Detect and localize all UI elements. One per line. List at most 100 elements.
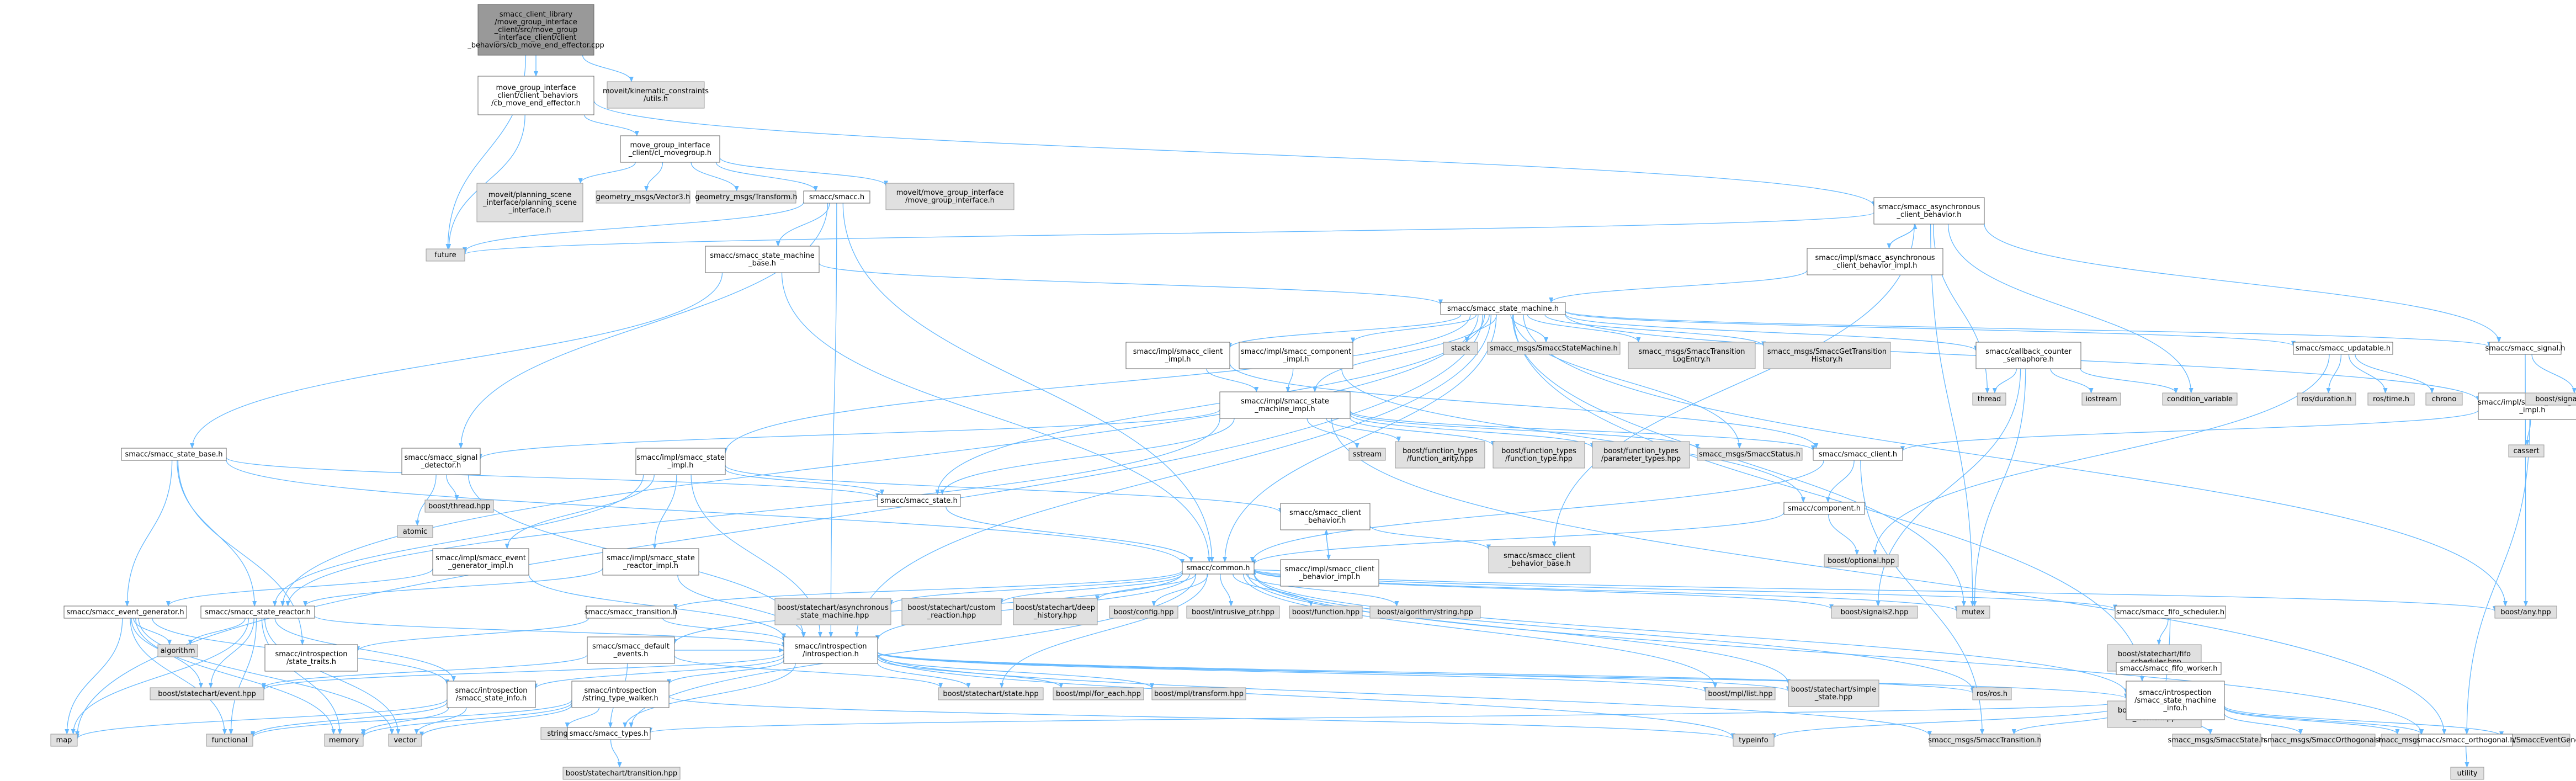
include-edge-state_machine_h-to-common_h [1223,314,1497,562]
graph-node-sm_base[interactable]: smacc/smacc_state_machine_base.h [705,246,820,273]
graph-node-component_impl[interactable]: smacc/impl/smacc_component_impl.h [1239,342,1353,369]
node-box [1487,342,1621,355]
include-edge-cb_counter-to-thread [1992,368,2017,394]
node-label-line: /smacc_state_info.h [456,694,527,703]
node-label-line: algorithm [161,647,195,655]
include-edge-event_generator-to-algorithm [133,618,172,645]
node-label-line: _generator_impl.h [448,562,513,570]
node-box [1972,392,2006,406]
include-edge-state_impl-to-state_reactor_impl [652,474,677,549]
node-box [2126,681,2225,720]
graph-node-sm_info[interactable]: smacc/introspection/smacc_state_machine_… [2126,681,2225,720]
graph-node-cb_move_end_effector_h[interactable]: move_group_interface_client/client_behav… [477,76,594,115]
node-box [1783,502,1865,515]
graph-node-introspection_h[interactable]: smacc/introspection/introspection.h [783,636,878,664]
node-label-line: /function_type.hpp [1505,455,1573,463]
include-edge-component_impl-to-sm_impl [1286,368,1294,392]
node-label-line: functional [212,736,248,745]
node-label-line: smacc/introspection [2139,689,2211,697]
graph-node-move_group_iface: moveit/move_group_interface/move_group_i… [885,183,1015,210]
include-edge-sm_impl-to-client_h [1350,410,1815,451]
graph-node-root[interactable]: smacc_client_library/move_group_interfac… [467,4,604,56]
include-edge-state_machine_h-to-signal_h [1565,310,2492,348]
graph-node-orthogonal_h[interactable]: smacc/smacc_orthogonal.h [2416,734,2515,747]
graph-node-client_impl[interactable]: smacc/impl/smacc_client_impl.h [1125,342,1230,369]
node-box [596,190,691,204]
graph-node-smacc_transition[interactable]: smacc/smacc_transition.h [585,605,678,619]
graph-node-cb_counter[interactable]: smacc/callback_counter_semaphore.h [1975,342,2081,369]
graph-node-cb_impl[interactable]: smacc/impl/smacc_client_behavior_impl.h [1280,559,1379,587]
graph-node-msg_orthogonal: smacc_msgs/SmaccOrthogonal.h [2264,734,2383,747]
graph-node-client_behavior[interactable]: smacc/smacc_client_behavior.h [1280,503,1371,530]
graph-node-state_impl[interactable]: smacc/impl/smacc_state_impl.h [635,448,726,475]
graph-node-signal_detector[interactable]: smacc/smacc_signal_detector.h [401,448,481,475]
graph-node-event_generator[interactable]: smacc/smacc_event_generator.h [63,605,187,619]
graph-node-async_cb_impl[interactable]: smacc/impl/smacc_asynchronous_client_beh… [1807,248,1943,275]
graph-node-common_h[interactable]: smacc/common.h [1182,561,1255,575]
graph-node-fifo_scheduler[interactable]: smacc/smacc_fifo_scheduler.h [2115,605,2226,619]
include-edge-cb_move_end_effector_h-to-future [447,114,525,249]
node-box [401,448,481,475]
node-label-line: _impl.h [2519,406,2545,415]
include-edge-sm_impl-to-state_h [940,418,1235,495]
graph-node-type_walker[interactable]: smacc/introspection/string_type_walker.h [571,681,670,708]
node-label-line: smacc/smacc.h [809,193,864,201]
graph-node-state_h[interactable]: smacc/smacc_state.h [877,494,961,507]
node-label-line: smacc/common.h [1186,564,1250,572]
node-label-line: smacc/smacc_orthogonal.h [2416,736,2514,745]
node-box [1182,561,1255,575]
graph-node-cl_movegroup[interactable]: move_group_interface_client/cl_movegroup… [620,135,720,163]
graph-node-component_h[interactable]: smacc/component.h [1783,502,1865,515]
include-edge-state_reactor-to-map [71,618,249,735]
graph-node-smacc_h[interactable]: smacc/smacc.h [803,190,870,204]
node-label-line: utility [2457,769,2478,778]
node-box [2293,342,2393,355]
graph-node-state_info[interactable]: smacc/introspection/smacc_state_info.h [447,681,536,708]
node-box [447,681,536,708]
node-box [1280,503,1371,530]
graph-node-event_gen_impl[interactable]: smacc/impl/smacc_event_generator_impl.h [432,548,529,576]
graph-node-state_reactor[interactable]: smacc/smacc_state_reactor.h [200,605,315,619]
node-box [1125,342,1230,369]
graph-node-async_sm: boost/statechart/asynchronous_state_mach… [774,598,891,625]
node-label-line: smacc/introspection [275,650,347,658]
include-edge-updatable-to-boost_optional [1872,354,2330,555]
graph-node-msg_state: smacc_msgs/SmaccState.h [2168,734,2266,747]
include-edge-state_machine_h-to-state_impl [723,314,1471,454]
node-box [1807,248,1943,275]
node-label-line: moveit/kinematic_constraints [603,87,709,95]
graph-node-sm_impl[interactable]: smacc/impl/smacc_state_machine_impl.h [1219,391,1351,419]
graph-node-state_base[interactable]: smacc/smacc_state_base.h [121,448,227,461]
graph-node-map: map [50,734,78,747]
graph-node-smacc_types[interactable]: smacc/smacc_types.h [567,727,651,740]
node-box [121,448,227,461]
include-edge-cb_impl-to-common_h [1252,569,1281,575]
node-box [2508,444,2545,458]
node-label-line: boost/statechart/custom [907,604,995,612]
graph-node-updatable[interactable]: smacc/smacc_updatable.h [2293,342,2393,355]
node-label-line: /utils.h [644,95,668,103]
graph-node-state_reactor_impl[interactable]: smacc/impl/smacc_state_reactor_impl.h [602,548,699,576]
node-label-line: /string_type_walker.h [582,694,658,703]
include-edge-event_gen_impl-to-event_generator [166,569,433,607]
node-label-line: smacc_msgs/SmaccState.h [2168,736,2266,745]
graph-node-default_events[interactable]: smacc/smacc_default_events.h [587,636,675,664]
node-label-line: smacc/callback_counter [1985,348,2072,356]
node-box [2494,605,2557,619]
node-box [2450,767,2484,780]
graph-node-client_h[interactable]: smacc/smacc_client.h [1813,448,1903,461]
graph-node-signal_h[interactable]: smacc/smacc_signal.h [2485,342,2566,355]
node-label-line: atomic [403,528,427,536]
include-edge-client_h-to-msg_transition [1860,460,1985,735]
node-label-line: smacc_msgs/SmaccTransition [1638,348,1745,356]
node-label-line: boost/any.hpp [2500,608,2551,617]
graph-node-state_machine_h[interactable]: smacc/smacc_state_machine.h [1440,302,1566,315]
include-edge-common_h-to-custom_reaction [999,573,1183,604]
graph-node-fifo_worker[interactable]: smacc/smacc_fifo_worker.h [2116,662,2222,675]
graph-node-state_traits[interactable]: smacc/introspection/state_traits.h [264,644,358,672]
graph-node-async_cb[interactable]: smacc/smacc_asynchronous_client_behavior… [1873,197,1985,225]
node-box [1289,605,1363,619]
node-box [477,4,594,56]
node-label-line: smacc/smacc_transition.h [585,608,678,617]
node-label-line: smacc/smacc_fifo_worker.h [2120,665,2217,673]
